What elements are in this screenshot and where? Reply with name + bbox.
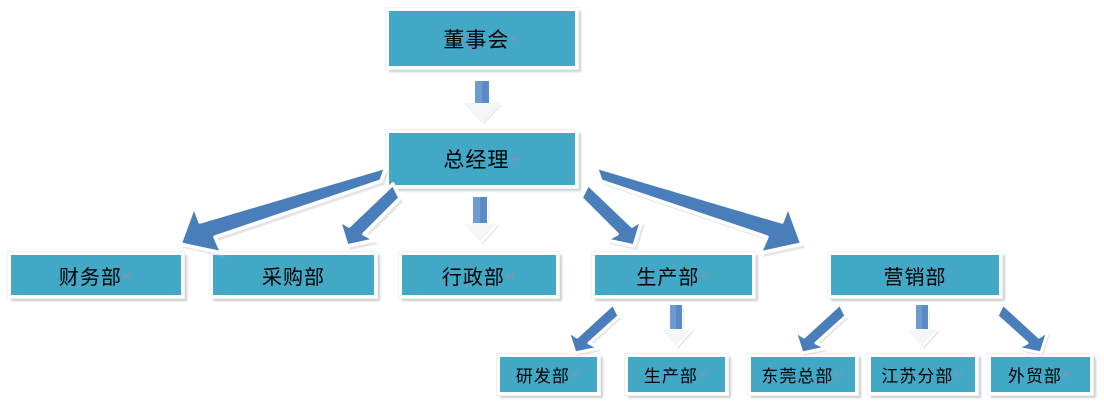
pilcrow-mark: ↵ (700, 269, 711, 282)
arrow-marketing-to-dongguan-hq (790, 302, 848, 357)
org-node-label: 生产部 (636, 266, 700, 289)
org-node-marketing[interactable]: 营销部 (827, 251, 1003, 299)
org-node-label: 行政部 (441, 266, 505, 289)
arrow-production-to-rd (563, 302, 621, 357)
pilcrow-mark: ↵ (954, 369, 965, 381)
pilcrow-mark: ↵ (834, 369, 845, 381)
org-node-finance[interactable]: 财务部↵ (7, 251, 185, 299)
org-node-foreign-trade[interactable]: 外贸部↵ (987, 353, 1094, 396)
arrow-board-to-general-manager (460, 79, 504, 125)
org-node-label: 研发部 (515, 367, 570, 386)
arrow-gm-to-administration (460, 195, 500, 246)
org-node-label: 生产部 (643, 367, 698, 386)
org-node-label: 财务部 (58, 266, 122, 289)
arrow-gm-to-production (578, 182, 650, 254)
arrow-production-to-production-sub (658, 303, 694, 350)
pilcrow-mark: ↵ (510, 33, 521, 45)
org-node-production-sub[interactable]: 生产部↵ (624, 353, 729, 396)
arrow-gm-to-finance (160, 165, 390, 260)
org-node-label: 东莞总部 (761, 367, 834, 386)
pilcrow-mark: ↵ (122, 269, 134, 282)
org-node-general-manager[interactable]: 总经理↵ (385, 129, 579, 189)
org-node-purchasing[interactable]: 采购部 (209, 251, 378, 299)
org-node-label: 董事会 (443, 28, 510, 52)
arrow-marketing-to-jiangsu-branch (904, 303, 940, 350)
arrow-gm-to-purchasing (331, 182, 403, 254)
org-node-dongguan-hq[interactable]: 东莞总部↵ (747, 353, 859, 396)
arrow-marketing-to-foreign-trade (995, 302, 1053, 357)
org-node-label: 总经理 (443, 149, 510, 172)
org-node-board[interactable]: 董事会↵ (385, 7, 579, 70)
pilcrow-mark: ↵ (570, 369, 582, 381)
org-node-administration[interactable]: 行政部↵ (398, 251, 560, 299)
pilcrow-mark: ↵ (698, 369, 710, 381)
org-node-label: 营销部 (883, 266, 947, 289)
pilcrow-mark: ↵ (510, 153, 521, 166)
org-node-rd[interactable]: 研发部↵ (496, 353, 601, 396)
org-node-label: 江苏分部 (881, 367, 954, 386)
pilcrow-mark: ↵ (505, 269, 517, 282)
pilcrow-mark: ↵ (1062, 369, 1074, 381)
org-node-label: 采购部 (262, 266, 325, 289)
org-node-jiangsu-branch[interactable]: 江苏分部↵ (867, 353, 979, 396)
org-node-label: 外贸部 (1007, 367, 1062, 386)
org-node-production[interactable]: 生产部↵ (591, 251, 756, 299)
arrow-gm-to-marketing (592, 165, 822, 260)
